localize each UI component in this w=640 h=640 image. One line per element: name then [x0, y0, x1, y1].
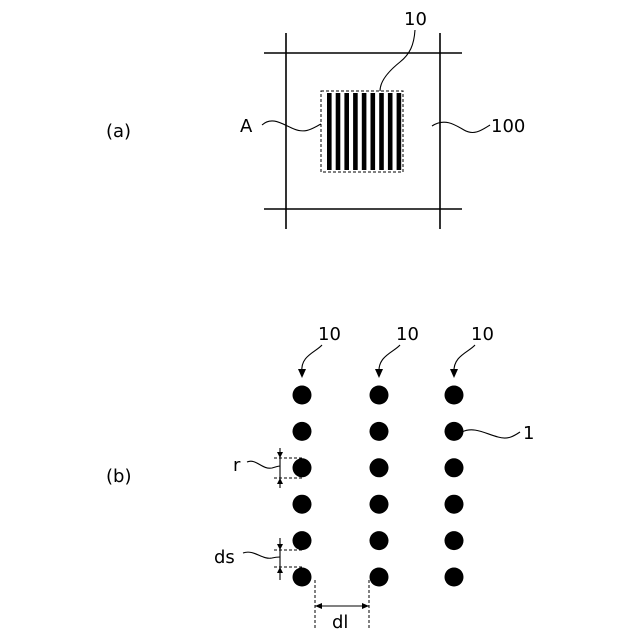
dot-c3-r2: [445, 422, 464, 441]
stripe-7: [379, 93, 384, 170]
stripe-5: [362, 93, 367, 170]
leader-dim-ds: [243, 552, 280, 558]
stripe-6: [371, 93, 376, 170]
dot-c3-r4: [445, 495, 464, 514]
column-arrow-1: [302, 345, 322, 372]
dimension-dl: dl: [315, 580, 369, 633]
dim-r-arrow-bottom: [277, 478, 283, 484]
dot-c2-r4: [370, 495, 389, 514]
dot-c3-r3: [445, 458, 464, 477]
panel-a: (a) 10 A 100: [106, 9, 525, 229]
stripe-2: [336, 93, 341, 170]
leader-region-a: [262, 121, 321, 131]
label-substrate-100: 100: [491, 116, 525, 137]
dim-dl-arrow-left: [315, 603, 322, 609]
dim-dl-arrow-right: [362, 603, 369, 609]
dot-c3-r5: [445, 531, 464, 550]
dot-c1-r3: [293, 458, 312, 477]
dot-c1-r5: [293, 531, 312, 550]
leader-pattern-10: [380, 30, 415, 91]
column-arrowhead-3: [450, 369, 458, 378]
dot-c2-r1: [370, 386, 389, 405]
dim-ds-arrow-bottom: [277, 567, 283, 573]
stripe-4: [353, 93, 358, 170]
leader-dim-r: [247, 461, 280, 468]
stripe-8: [388, 93, 393, 170]
dim-r-arrow-top: [277, 452, 283, 458]
stripe-1: [327, 93, 332, 170]
column-label-3: 10: [450, 324, 494, 378]
dot-c1-r4: [293, 495, 312, 514]
dim-ds-arrow-top: [277, 544, 283, 550]
label-dim-dl: dl: [332, 612, 348, 633]
column-arrow-3: [454, 345, 475, 372]
dot-c2-r3: [370, 458, 389, 477]
panel-b: (b) 10 10 10 1 r: [106, 324, 534, 633]
column-label-text-2: 10: [396, 324, 419, 345]
column-arrowhead-2: [375, 369, 383, 378]
dot-c3-r1: [445, 386, 464, 405]
stripe-pattern: [327, 93, 401, 170]
dot-c2-r2: [370, 422, 389, 441]
column-label-text-3: 10: [471, 324, 494, 345]
label-pattern-10: 10: [404, 9, 427, 30]
panel-b-label: (b): [106, 466, 131, 487]
column-arrowhead-1: [298, 369, 306, 378]
dot-c1-r6: [293, 568, 312, 587]
stripe-9: [397, 93, 402, 170]
panel-a-label: (a): [106, 121, 131, 142]
dimension-ds: ds: [214, 538, 302, 580]
column-label-1: 10: [298, 324, 341, 378]
column-label-2: 10: [375, 324, 419, 378]
dot-c1-r1: [293, 386, 312, 405]
dot-array: [293, 386, 464, 587]
label-region-a: A: [240, 116, 253, 137]
leader-dot-1: [462, 430, 520, 438]
dot-c3-r6: [445, 568, 464, 587]
column-label-text-1: 10: [318, 324, 341, 345]
stripe-3: [344, 93, 349, 170]
dimension-r: r: [233, 448, 302, 488]
label-dot-1: 1: [523, 423, 534, 444]
dot-c2-r5: [370, 531, 389, 550]
dot-c2-r6: [370, 568, 389, 587]
column-arrow-2: [379, 345, 400, 372]
label-dim-ds: ds: [214, 547, 235, 568]
label-dim-r: r: [233, 455, 241, 476]
dot-c1-r2: [293, 422, 312, 441]
